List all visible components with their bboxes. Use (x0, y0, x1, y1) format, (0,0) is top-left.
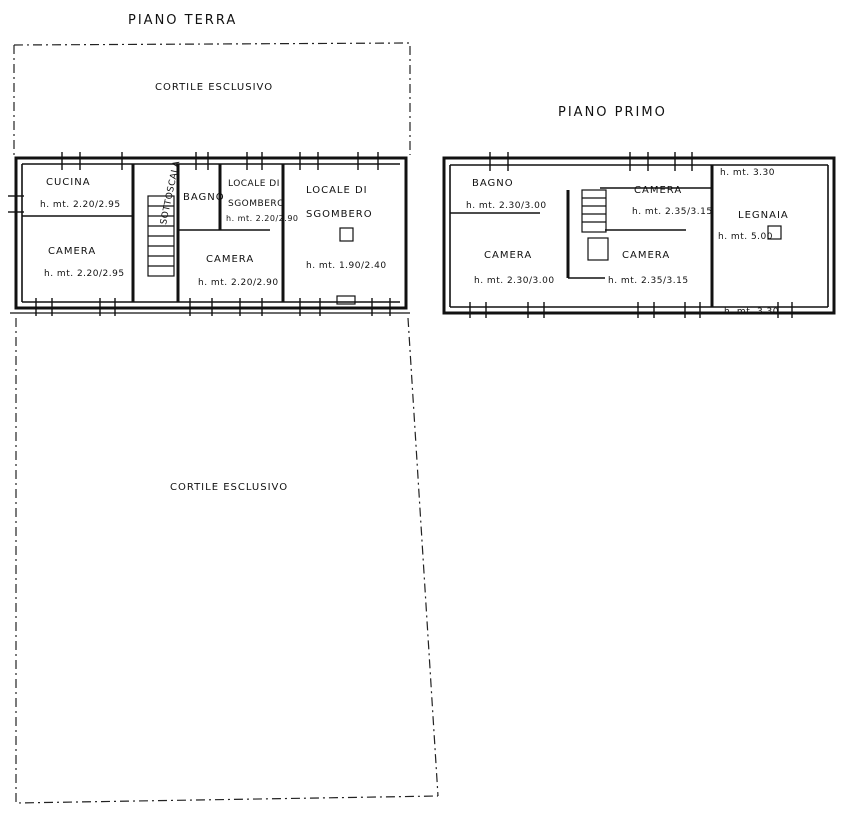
first-bagno-label: BAGNO (472, 178, 514, 189)
ground-courtyard-bottom-label: CORTILE ESCLUSIVO (170, 482, 288, 493)
ground-camera-mid-label: CAMERA (206, 254, 254, 265)
first-camera-left-label: CAMERA (484, 250, 532, 261)
first-legnaia-height: h. mt. 5.00 (718, 232, 773, 242)
ground-locale-big-label-2: SGOMBERO (306, 209, 373, 220)
first-camera-top-label: CAMERA (634, 185, 682, 196)
ground-locale-small-label-2: SGOMBERO (228, 199, 285, 209)
ground-cucina-height: h. mt. 2.20/2.95 (40, 200, 121, 210)
ground-floor-walls (8, 152, 410, 316)
ground-locale-big-label-1: LOCALE DI (306, 185, 368, 196)
first-camera-right-height: h. mt. 2.35/3.15 (608, 276, 689, 286)
first-camera-top-height: h. mt. 2.35/3.15 (632, 207, 713, 217)
ground-locale-small-height: h. mt. 2.20/2.90 (226, 214, 299, 223)
ground-courtyard-top-label: CORTILE ESCLUSIVO (155, 82, 273, 93)
first-legnaia-height-bottom: h. mt. 3.30 (724, 307, 779, 317)
ground-camera-mid-height: h. mt. 2.20/2.90 (198, 278, 279, 288)
ground-camera-left-label: CAMERA (48, 246, 96, 257)
first-camera-right-label: CAMERA (622, 250, 670, 261)
ground-floor-title: PIANO TERRA (128, 13, 237, 28)
first-legnaia-label: LEGNAIA (738, 210, 789, 221)
ground-locale-big-height: h. mt. 1.90/2.40 (306, 261, 387, 271)
first-camera-left-height: h. mt. 2.30/3.00 (474, 276, 555, 286)
first-floor-walls (442, 152, 836, 318)
ground-locale-small-label-1: LOCALE DI (228, 179, 280, 189)
ground-courtyard-top-boundary (13, 42, 411, 155)
first-legnaia-height-top: h. mt. 3.30 (720, 168, 775, 178)
first-bagno-height: h. mt. 2.30/3.00 (466, 201, 547, 211)
ground-bagno-label: BAGNO (183, 192, 225, 203)
ground-cucina-label: CUCINA (46, 177, 91, 188)
first-floor-title: PIANO PRIMO (558, 105, 667, 120)
ground-courtyard-bottom-boundary (15, 317, 439, 804)
ground-camera-left-height: h. mt. 2.20/2.95 (44, 269, 125, 279)
